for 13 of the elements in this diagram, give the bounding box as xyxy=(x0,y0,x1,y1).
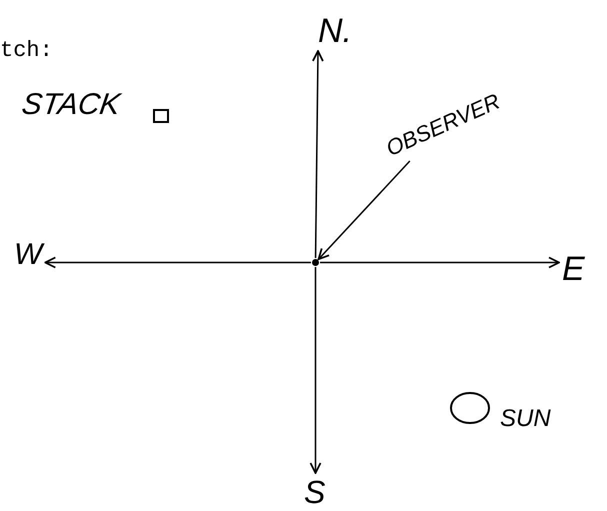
heading-text: tch: xyxy=(0,40,53,62)
arrow xyxy=(318,160,410,260)
arrow xyxy=(44,256,311,268)
east-label: E xyxy=(562,252,585,286)
arrow xyxy=(320,256,560,268)
west-label: W xyxy=(14,240,42,270)
center-point xyxy=(312,259,319,266)
arrow xyxy=(310,267,322,474)
arrow xyxy=(312,50,324,258)
sun-label: SUN xyxy=(500,407,551,431)
stack-label: STACK xyxy=(20,90,122,120)
south-label: S xyxy=(304,476,326,508)
north-label: N. xyxy=(318,14,352,48)
